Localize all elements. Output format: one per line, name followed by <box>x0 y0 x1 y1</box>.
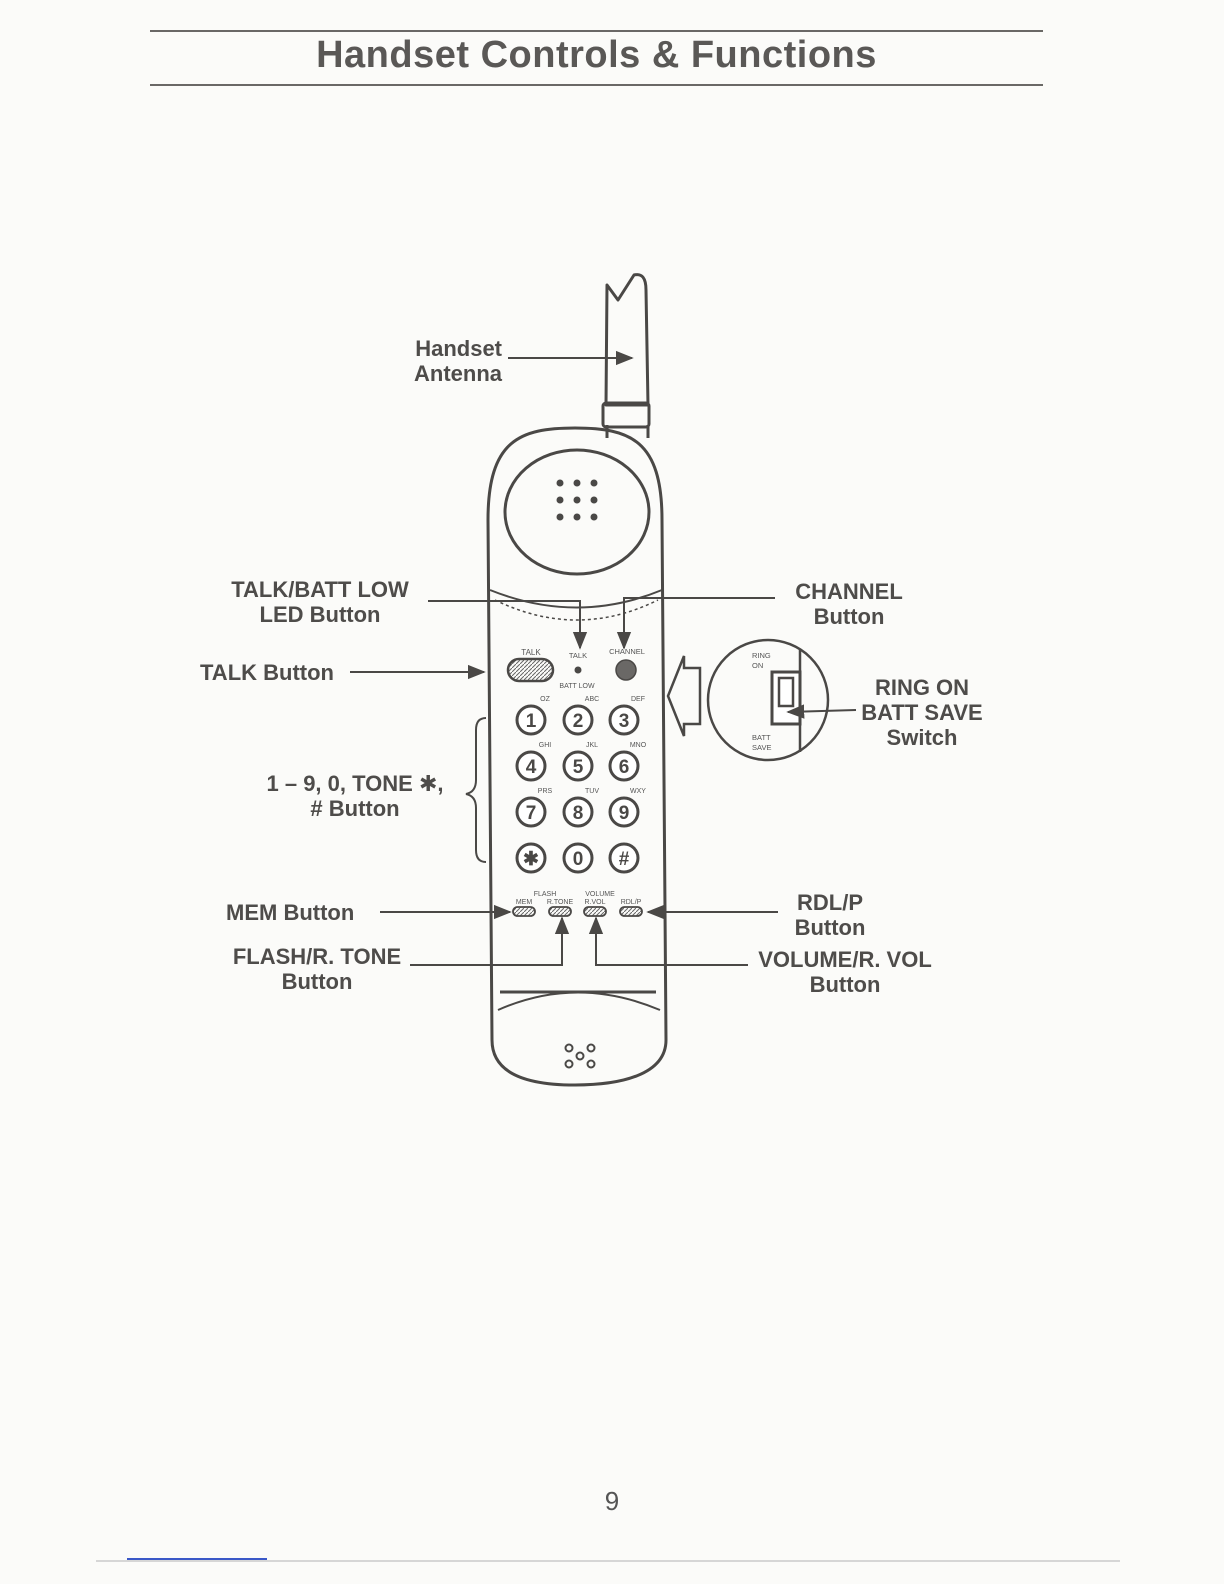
volume-leader <box>588 916 748 966</box>
soft-key-mem[interactable]: MEM <box>512 899 536 917</box>
key-2[interactable]: 2 ABC <box>562 696 599 736</box>
talk-button[interactable] <box>506 657 555 683</box>
key-digit: 3 <box>619 711 630 732</box>
key-1[interactable]: 1 OZ <box>515 696 551 736</box>
footer-line <box>96 1560 1120 1562</box>
key-9[interactable]: 9 WXY <box>608 788 646 828</box>
soft-key-r-tone[interactable]: R.TONE <box>547 899 574 917</box>
soft-key-label: R.TONE <box>547 899 574 906</box>
key-letters: PRS <box>538 788 553 795</box>
key-0[interactable]: 0 <box>562 842 594 874</box>
key-star[interactable]: ✱ <box>515 842 547 874</box>
soft-key-label: MEM <box>516 899 533 906</box>
title-rule-bottom <box>150 84 1043 86</box>
antenna-base <box>601 401 651 429</box>
volume-key-label: VOLUME <box>585 891 615 898</box>
key-digit: 8 <box>573 803 584 824</box>
talk-label: TALK Button <box>200 660 334 685</box>
flash-key-label: FLASH <box>534 891 557 898</box>
key-digit: # <box>619 849 630 870</box>
flash-leader <box>410 916 570 966</box>
key-letters: MNO <box>630 742 647 749</box>
talk-batt-leader <box>428 600 588 650</box>
key-letters: OZ <box>540 696 550 703</box>
key-digit: 6 <box>619 757 630 778</box>
key-pound[interactable]: # <box>608 842 640 874</box>
key-digit: ✱ <box>523 849 539 870</box>
key-8[interactable]: 8 TUV <box>562 788 599 828</box>
key-digit: 7 <box>526 803 537 824</box>
key-letters: GHI <box>539 742 552 749</box>
keypad-label: 1 – 9, 0, TONE ✱,# Button <box>266 771 444 821</box>
switch-inset <box>706 638 830 762</box>
key-5[interactable]: 5 JKL <box>562 742 598 782</box>
talk-led <box>574 666 582 674</box>
channel-leader <box>616 597 775 650</box>
inset-pointer-arrow <box>666 655 702 737</box>
led-label: TALK <box>569 651 587 660</box>
channel-button[interactable] <box>615 659 637 681</box>
ring-batt-leader <box>786 704 857 719</box>
keypad-brace <box>465 717 487 863</box>
key-6[interactable]: 6 MNO <box>608 742 647 782</box>
mouthpiece-holes <box>564 1043 596 1069</box>
earpiece <box>503 448 651 576</box>
key-4[interactable]: 4 GHI <box>515 742 552 782</box>
key-letters: ABC <box>585 696 599 703</box>
batt-low-label: BATT LOW <box>559 683 595 690</box>
talk-key-label: TALK <box>521 648 541 657</box>
channel-key-label: CHANNEL <box>609 647 645 656</box>
key-digit: 4 <box>526 757 537 778</box>
handset-body <box>486 426 668 1087</box>
mem-label: MEM Button <box>226 900 355 925</box>
keypad: 1 OZ 2 ABC 3 DEF 4 GHI 5 JKL 6 MNO 7 PRS 8 TUV 9 WXY ✱ 0 # <box>515 696 647 874</box>
switch-save-label: SAVE <box>752 743 771 752</box>
key-3[interactable]: 3 DEF <box>608 696 645 736</box>
switch-batt-label: BATT <box>752 733 771 742</box>
key-letters: JKL <box>586 742 598 749</box>
key-letters: WXY <box>630 788 646 795</box>
key-digit: 9 <box>619 803 630 824</box>
soft-key-rdl-p[interactable]: RDL/P <box>619 899 643 917</box>
switch-ring-label: RING <box>752 651 771 660</box>
title-rule-top <box>150 30 1043 32</box>
antenna <box>604 273 650 407</box>
soft-key-label: RDL/P <box>621 899 642 906</box>
key-letters: DEF <box>631 696 645 703</box>
switch-on-label: ON <box>752 661 763 670</box>
key-digit: 2 <box>573 711 584 732</box>
page-title: Handset Controls & Functions <box>316 34 877 76</box>
soft-key-label: R.VOL <box>584 899 605 906</box>
earpiece-holes <box>556 479 598 521</box>
soft-key-r-vol[interactable]: R.VOL <box>583 899 607 917</box>
key-digit: 0 <box>573 849 584 870</box>
key-digit: 5 <box>573 757 584 778</box>
bottom-buttons: MEM R.TONE R.VOL RDL/P <box>512 899 643 917</box>
footer-accent-line <box>127 1558 267 1560</box>
key-letters: TUV <box>585 788 599 795</box>
key-digit: 1 <box>526 711 537 732</box>
page-number: 9 <box>604 1486 620 1516</box>
key-7[interactable]: 7 PRS <box>515 788 553 828</box>
